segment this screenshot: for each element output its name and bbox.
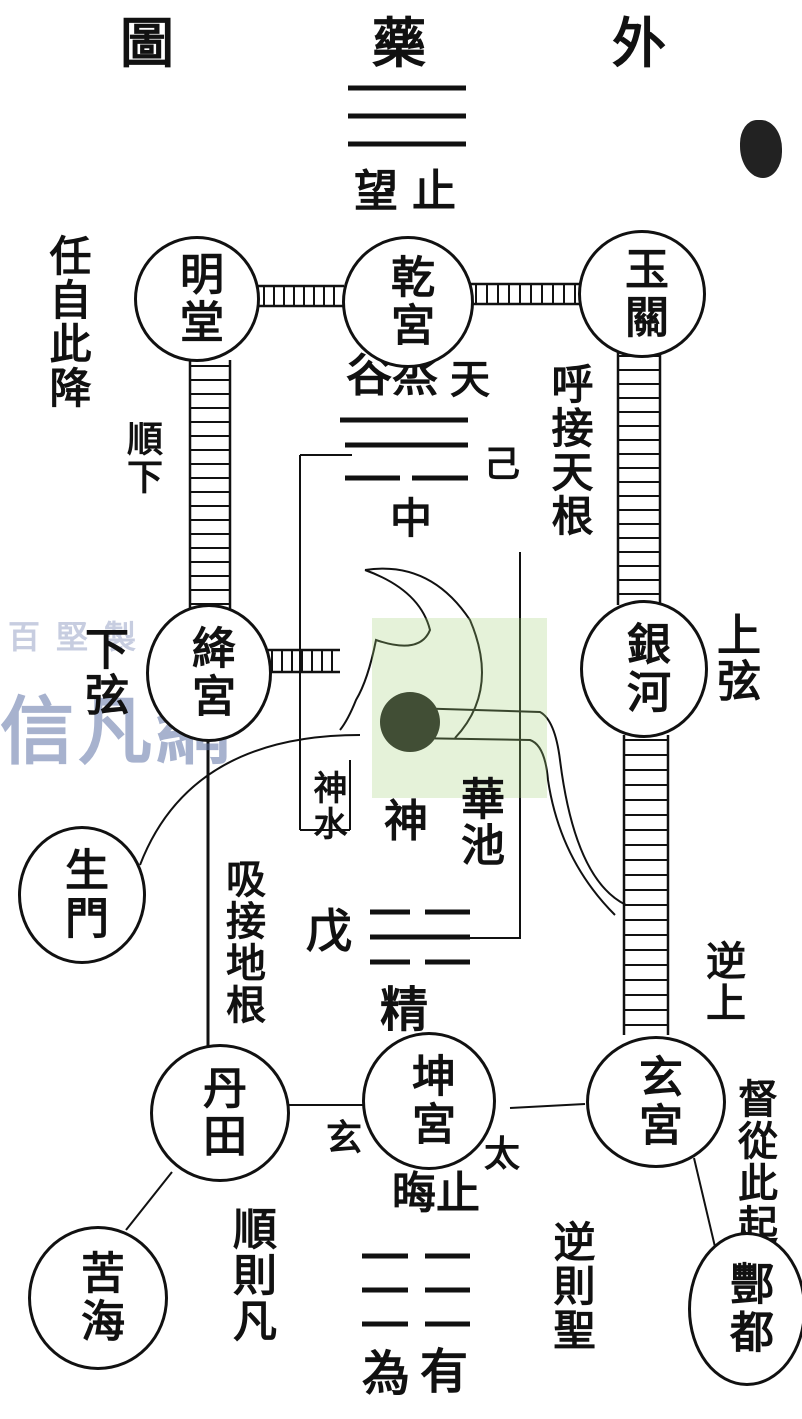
top-caption: 望止 <box>354 166 470 217</box>
node-dan-tian: 丹田 <box>150 1044 290 1182</box>
node-feng-du-label: 酆都 <box>722 1261 773 1357</box>
label-hua-chi: 華池 <box>453 776 504 868</box>
node-yin-he-label: 銀河 <box>619 621 670 717</box>
ladder-top-right <box>470 282 580 306</box>
ink-blot <box>740 120 782 178</box>
label-ren-zi-ci-jiang: 任自此降 <box>43 234 92 410</box>
label-xia-xian: 下弦 <box>77 626 128 718</box>
label-you: 有 <box>420 1344 469 1400</box>
node-kun-gong-label: 坤宮 <box>404 1053 455 1149</box>
label-shen-shui: 神水 <box>307 770 347 842</box>
label-shun-xia: 順下 <box>121 420 163 496</box>
title-middle-char: 藥 <box>372 11 426 75</box>
node-yu-guan-label: 玉關 <box>617 246 668 342</box>
label-zhong: 中 <box>390 494 433 543</box>
node-jiang-gong: 絳宮 <box>146 604 272 742</box>
label-wei: 為 <box>362 1346 411 1402</box>
node-sheng-men-label: 生門 <box>57 847 108 943</box>
title-right-char: 外 <box>612 11 666 75</box>
watermark-top: 百堅製 <box>8 619 153 655</box>
label-ni-ze-sheng: 逆則聖 <box>547 1220 596 1352</box>
node-ming-tang: 明堂 <box>134 236 260 362</box>
label-ji: 己 <box>484 443 521 485</box>
node-kun-gong: 坤宮 <box>362 1032 496 1170</box>
label-hu-jie-tian-gen: 呼接天根 <box>545 362 594 538</box>
middle-trigram-upper <box>340 417 468 481</box>
label-tian: 天 <box>450 356 490 403</box>
label-xuan: 玄 <box>326 1117 363 1159</box>
inner-chamber-outline <box>299 454 521 939</box>
label-shen: 神 <box>384 796 428 847</box>
spirit-channel-curve-2 <box>409 737 616 916</box>
middle-trigram-lower <box>370 909 470 965</box>
watermark-seal <box>372 618 547 798</box>
crescent-outline <box>339 567 483 739</box>
node-yu-guan: 玉關 <box>578 230 706 358</box>
node-xuan-gong-label: 玄宮 <box>631 1054 682 1150</box>
label-shang-xian: 上弦 <box>709 612 760 704</box>
label-tai: 太 <box>484 1133 521 1175</box>
node-xuan-gong: 玄宮 <box>586 1036 726 1168</box>
ladder-top-left <box>258 284 344 308</box>
label-du-cong-ci-qi: 督從此起 <box>731 1078 778 1246</box>
node-feng-du: 酆都 <box>688 1232 802 1386</box>
node-ku-hai: 苦海 <box>28 1226 168 1370</box>
node-ku-hai-label: 苦海 <box>73 1250 124 1346</box>
node-ming-tang-label: 明堂 <box>172 251 223 347</box>
ladder-middle <box>268 648 340 674</box>
node-qian-gong: 乾宮 <box>342 236 474 368</box>
ladder-left <box>188 360 232 610</box>
spirit-channel-curve <box>409 707 627 906</box>
label-wu: 戊 <box>306 904 352 958</box>
title-left-char: 圖 <box>120 11 174 75</box>
top-trigram-lines <box>348 85 466 147</box>
node-qian-gong-label: 乾宮 <box>383 254 434 350</box>
label-hui-zhi: 晦止 <box>392 1168 480 1219</box>
dan-kuhai-link <box>125 1171 173 1231</box>
label-shun-ze-fan: 順則凡 <box>225 1206 276 1344</box>
label-jing: 精 <box>380 982 429 1038</box>
node-sheng-men: 生門 <box>18 826 146 964</box>
kun-xuan-link <box>509 1103 586 1109</box>
node-dan-tian-label: 丹田 <box>195 1065 246 1161</box>
bottom-trigram-lines <box>362 1253 470 1327</box>
node-yin-he: 銀河 <box>580 600 708 738</box>
sheng-men-link <box>139 734 361 866</box>
label-ni-shang: 逆上 <box>699 940 746 1024</box>
elixir-pearl <box>380 692 440 752</box>
node-jiang-gong-label: 絳宮 <box>184 625 235 721</box>
label-xi-jie-di-gen: 吸接地根 <box>219 858 266 1026</box>
